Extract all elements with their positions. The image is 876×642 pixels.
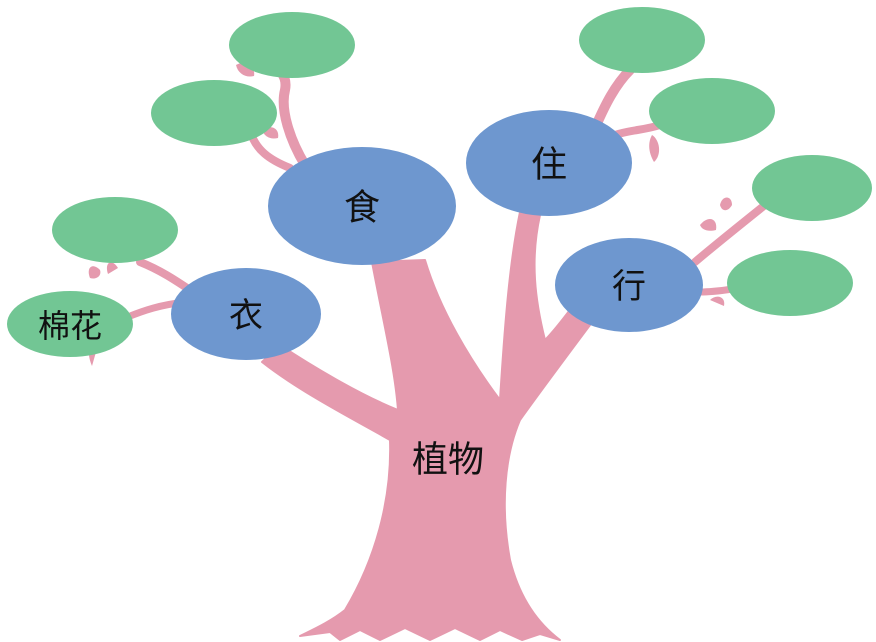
leaf-node-shelter-1 bbox=[579, 7, 705, 73]
leaf-node-clothing-1 bbox=[7, 291, 133, 357]
category-label-clothing: 衣 bbox=[229, 296, 263, 336]
category-label-food: 食 bbox=[344, 188, 380, 229]
leaf-node-transport-1 bbox=[752, 155, 872, 221]
root-label: 植物 bbox=[412, 440, 484, 481]
branch-leaves bbox=[88, 63, 732, 366]
tree-trunk bbox=[261, 211, 606, 641]
leaf-node-food-2 bbox=[151, 80, 277, 146]
leaf-node-transport-2 bbox=[727, 250, 853, 316]
category-label-shelter: 住 bbox=[531, 145, 567, 186]
leaf-label-clothing-1: 棉花 bbox=[38, 307, 102, 345]
leaf-nodes: 棉花 bbox=[7, 7, 872, 357]
category-label-transport: 行 bbox=[612, 267, 646, 307]
leaf-node-shelter-2 bbox=[649, 78, 775, 144]
leaf-node-food-1 bbox=[229, 12, 355, 78]
category-node-clothing bbox=[171, 268, 321, 360]
category-node-transport bbox=[555, 238, 703, 332]
leaf-node-clothing-2 bbox=[52, 197, 178, 263]
category-node-food bbox=[268, 147, 456, 265]
category-node-shelter bbox=[466, 110, 632, 216]
category-nodes: 衣 食 住 行 bbox=[171, 110, 703, 360]
